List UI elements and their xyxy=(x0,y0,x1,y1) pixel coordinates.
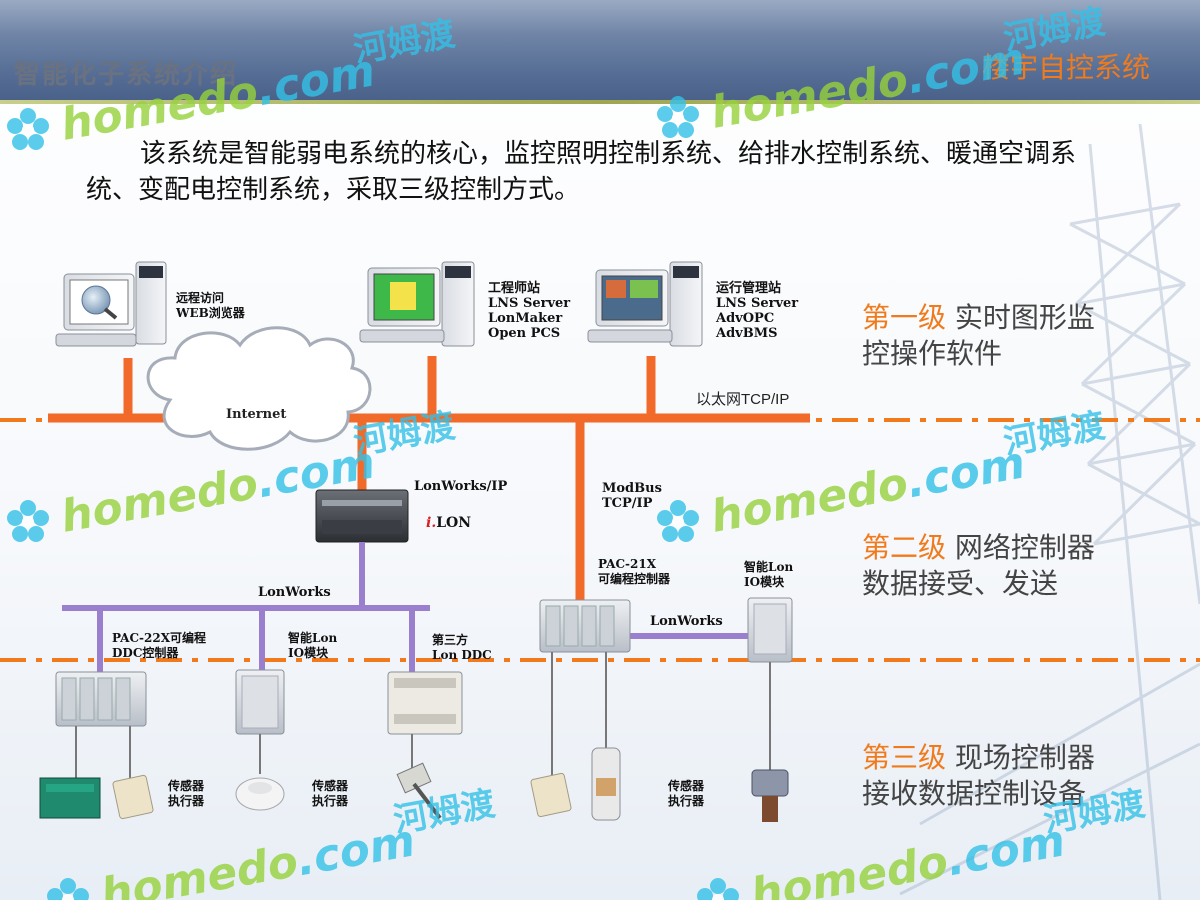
level-1-desc-line1: 实时图形监 xyxy=(954,301,1095,334)
ilon-router xyxy=(315,489,409,543)
water-heater-device xyxy=(591,747,621,821)
level-1-text: 第一级 实时图形监 控操作软件 xyxy=(862,300,1095,372)
level-2-text: 第二级 网络控制器 数据接受、发送 xyxy=(862,530,1095,602)
lonworks-bus-left xyxy=(62,542,430,672)
workstation-remote xyxy=(55,261,167,347)
lonworks-ip-label: LonWorks/IP xyxy=(414,479,507,494)
smart-lon-io-left xyxy=(235,669,285,735)
level-2-label: 第二级 xyxy=(862,531,947,564)
sensor-device-1 xyxy=(112,774,154,820)
lonworks-right-label: LonWorks xyxy=(650,614,723,629)
section-title: 智能化子系统介绍 xyxy=(14,60,239,90)
ilon-label: i.LON xyxy=(426,515,471,531)
workstation-engineering xyxy=(359,261,475,347)
level-3-desc-line2: 接收数据控制设备 xyxy=(862,777,1087,810)
internet-label: Internet xyxy=(226,407,286,422)
valve-actuator-device xyxy=(751,769,789,822)
level-2-desc-line1: 网络控制器 xyxy=(954,531,1095,564)
level-3-desc-line1: 现场控制器 xyxy=(954,741,1095,774)
field-wiring xyxy=(75,652,771,780)
level-3-text: 第三级 现场控制器 接收数据控制设备 xyxy=(862,740,1095,812)
intro-paragraph: 该系统是智能弱电系统的核心，监控照明控制系统、给排水控制系统、暖通空调系统、变配… xyxy=(86,139,1077,205)
workstation-operations xyxy=(587,261,703,347)
smoke-sensor-device xyxy=(235,777,285,811)
pac-21x-controller xyxy=(539,599,631,653)
level-1-label: 第一级 xyxy=(862,301,947,334)
ethernet-label: 以太网TCP/IP xyxy=(696,391,789,408)
level-3-label: 第三级 xyxy=(862,741,947,774)
level-2-desc-line2: 数据接受、发送 xyxy=(862,567,1059,600)
sensor-actuator-label-2: 传感器执行器 xyxy=(311,778,349,808)
sensor-actuator-label-3: 传感器执行器 xyxy=(667,778,705,808)
actuator-device xyxy=(396,762,442,820)
generator-device xyxy=(39,777,101,819)
sensor-actuator-label-1: 传感器执行器 xyxy=(167,778,205,808)
level-1-desc-line2: 控操作软件 xyxy=(862,337,1003,370)
lonworks-left-label: LonWorks xyxy=(258,585,331,600)
smart-lon-io-right xyxy=(747,597,793,663)
third-party-lon-ddc xyxy=(387,671,463,735)
pac-22x-controller xyxy=(55,671,147,727)
sensor-device-2 xyxy=(530,772,572,818)
internet-cloud xyxy=(146,326,372,451)
header-underline xyxy=(0,100,1200,104)
